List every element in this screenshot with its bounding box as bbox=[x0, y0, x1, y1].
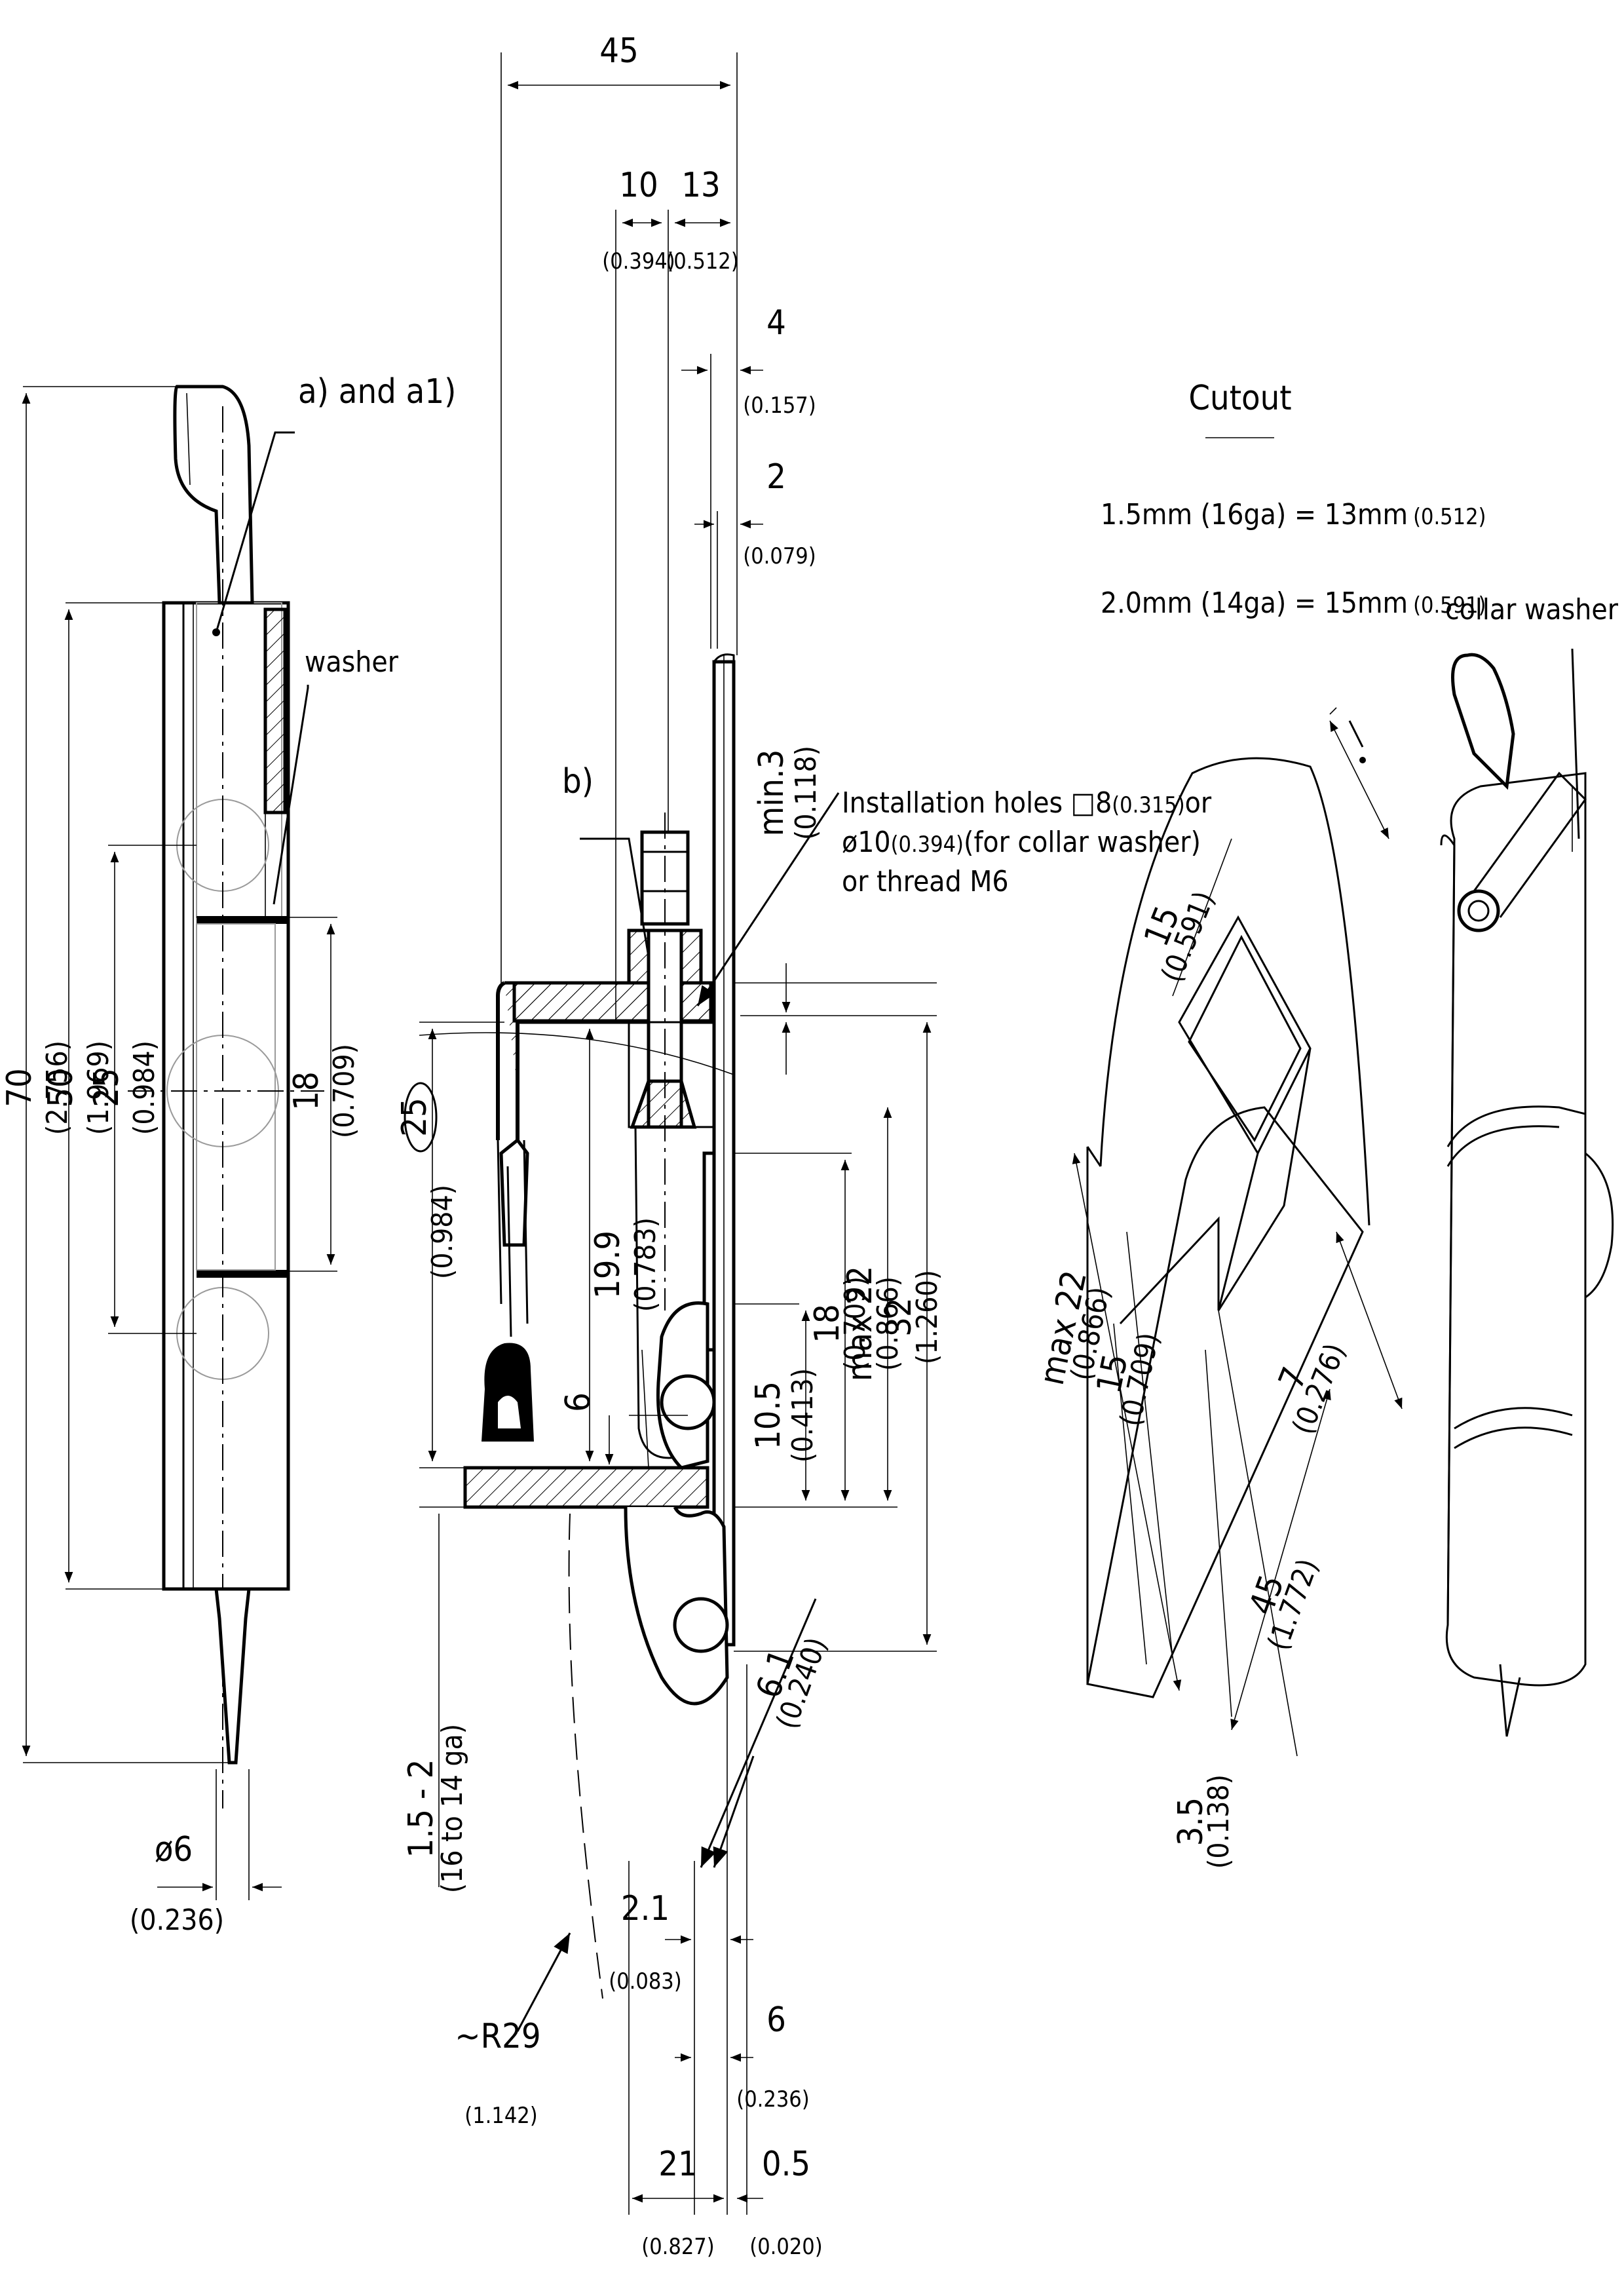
cutout-line2-in: (0.591) bbox=[1413, 592, 1486, 619]
dim-18-section-in: (0.709) bbox=[839, 1276, 872, 1371]
dim-2-1-in: (0.083) bbox=[609, 1968, 681, 1995]
cutout-title: Cutout bbox=[1188, 379, 1291, 418]
dim-0-5-in: (0.020) bbox=[749, 2234, 822, 2260]
dim-10-in: (0.394) bbox=[602, 248, 675, 275]
dim-70: 70 bbox=[0, 1068, 39, 1107]
installation-line2-in: (0.394) bbox=[891, 832, 964, 858]
front-view-dimensions bbox=[22, 386, 337, 1900]
dim-18: 18 bbox=[287, 1071, 326, 1111]
dim-2-in: (0.079) bbox=[743, 543, 816, 569]
dim-25-in: (0.984) bbox=[128, 1041, 161, 1135]
dim-r29-in: (1.142) bbox=[464, 2103, 537, 2129]
dim-70-in: (2.756) bbox=[41, 1041, 74, 1135]
dim-13: 13 bbox=[681, 166, 721, 205]
svg-text:1.5mm (16ga) = 13mm(0.512): 1.5mm (16ga) = 13mm(0.512) bbox=[1101, 498, 1486, 531]
dim-6-section: 6 bbox=[559, 1392, 598, 1412]
dim-3-5-in: (0.138) bbox=[1202, 1774, 1236, 1869]
section-dimensions bbox=[404, 52, 937, 2215]
dim-max22: max 22 bbox=[840, 1266, 880, 1381]
installation-line1-in: (0.315) bbox=[1112, 792, 1184, 818]
cutout-line1-in: (0.512) bbox=[1413, 504, 1486, 530]
installation-note: Installation holes □8(0.315)or ø10(0.394… bbox=[842, 786, 1212, 898]
dim-10: 10 bbox=[619, 166, 658, 205]
dim-13-in: (0.512) bbox=[666, 248, 738, 275]
dim-min3: min.3 bbox=[752, 750, 791, 837]
installation-line3: or thread M6 bbox=[842, 865, 1009, 898]
dim-2-1: 2.1 bbox=[621, 1889, 670, 1928]
cutout-view bbox=[1072, 437, 1403, 1757]
dim-45-top: 45 bbox=[599, 31, 639, 71]
dim-2: 2 bbox=[766, 457, 786, 497]
dim-1-5-2-in: (16 to 14 ga) bbox=[436, 1724, 469, 1893]
dim-0-5: 0.5 bbox=[762, 2145, 810, 2184]
dim-dia6-in: (0.236) bbox=[130, 1904, 224, 1937]
dim-6-bottom: 6 bbox=[766, 2000, 786, 2040]
collar-washer-view bbox=[1440, 648, 1614, 1737]
dim-min3-in: (0.118) bbox=[789, 746, 823, 840]
dim-1-5-2: 1.5 - 2 bbox=[402, 1759, 441, 1858]
dim-6-bottom-in: (0.236) bbox=[736, 2086, 809, 2113]
dim-15-cutout-b: 15 bbox=[1089, 1350, 1136, 1397]
dim-32: 32 bbox=[880, 1297, 919, 1337]
dim-max22-in: (0.866) bbox=[871, 1276, 905, 1371]
cutout-line2: 2.0mm (14ga) = 15mm bbox=[1101, 586, 1408, 620]
dim-r29: ~R29 bbox=[455, 2017, 540, 2056]
dim-25-circled-in: (0.984) bbox=[426, 1185, 459, 1279]
cutout-line1: 1.5mm (16ga) = 13mm bbox=[1101, 498, 1408, 531]
dim-4-in: (0.157) bbox=[743, 392, 816, 419]
section-view bbox=[419, 653, 840, 1999]
dim-21: 21 bbox=[658, 2145, 698, 2184]
dim-4: 4 bbox=[766, 303, 786, 343]
dim-32-in: (1.260) bbox=[911, 1270, 944, 1364]
dim-25: 25 bbox=[87, 1068, 126, 1107]
svg-text:Installation holes □8(0.315)or: Installation holes □8(0.315)or bbox=[842, 786, 1212, 820]
label-collar-washer: collar washer bbox=[1445, 593, 1619, 626]
dim-3-5: 3.5 bbox=[1171, 1797, 1211, 1846]
svg-text:2.0mm (14ga) = 15mm(0.591): 2.0mm (14ga) = 15mm(0.591) bbox=[1101, 586, 1486, 620]
dim-19-9: 19.9 bbox=[588, 1231, 628, 1299]
dim-19-9-in: (0.783) bbox=[629, 1217, 662, 1312]
installation-line1-end: or bbox=[1185, 786, 1212, 820]
dim-21-in: (0.827) bbox=[641, 2234, 714, 2260]
dim-18-section: 18 bbox=[808, 1304, 847, 1343]
installation-line1: Installation holes □8 bbox=[842, 786, 1112, 820]
dim-10-5-in: (0.413) bbox=[786, 1368, 820, 1463]
dim-18-in: (0.709) bbox=[328, 1044, 361, 1138]
installation-line2: ø10 bbox=[842, 826, 891, 859]
dim-50-in: (1.969) bbox=[82, 1041, 115, 1135]
dim-dia6: ø6 bbox=[155, 1830, 193, 1869]
label-b: b) bbox=[562, 762, 594, 801]
svg-text:ø10(0.394)(for collar washer): ø10(0.394)(for collar washer) bbox=[842, 826, 1201, 859]
dim-50: 50 bbox=[41, 1068, 81, 1107]
label-washer: washer bbox=[305, 645, 399, 679]
label-a-and-a1: a) and a1) bbox=[298, 372, 456, 411]
dim-10-5: 10.5 bbox=[749, 1381, 788, 1449]
dim-25-circled: 25 bbox=[395, 1098, 434, 1137]
